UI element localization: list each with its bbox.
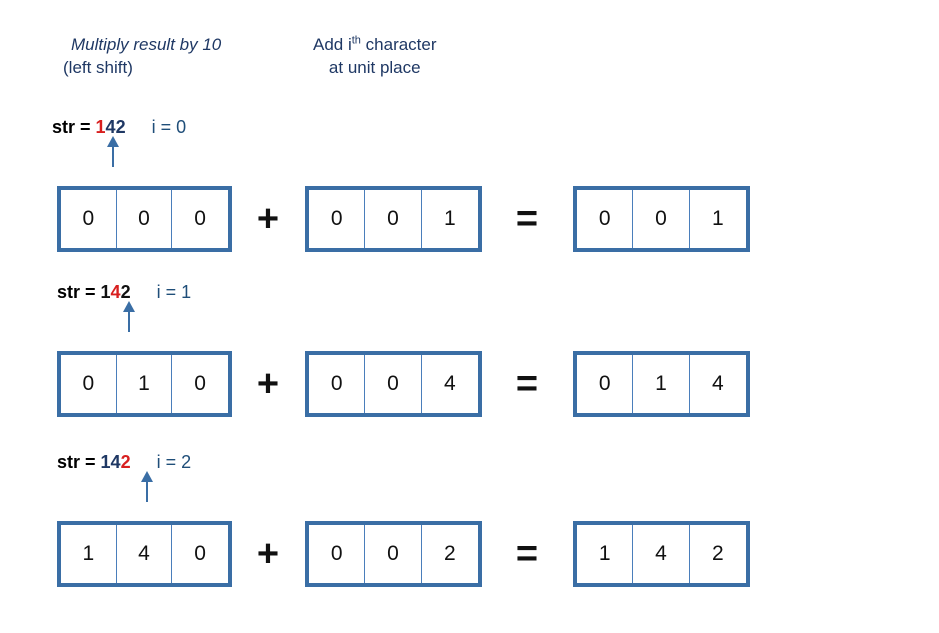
str-digit: 4 <box>105 117 116 137</box>
caption-add-line1-post: character <box>360 35 437 54</box>
digit-cell: 0 <box>309 525 366 583</box>
digit-cell: 0 <box>577 355 634 413</box>
arrow-stem <box>128 309 130 332</box>
digit-cell: 4 <box>633 525 690 583</box>
string-state-label: str = 142 i = 1 <box>57 281 191 303</box>
str-prefix-label: str = <box>57 282 101 302</box>
str-digit: 1 <box>100 282 111 302</box>
str-digit: 1 <box>95 117 106 137</box>
up-arrow-icon <box>122 299 136 333</box>
str-digit: 2 <box>120 282 131 302</box>
digit-cell: 4 <box>421 355 478 413</box>
loop-index-label: i = 2 <box>156 452 192 472</box>
str-digit: 2 <box>120 452 131 472</box>
digit-cell: 1 <box>116 355 173 413</box>
loop-index-label: i = 0 <box>151 117 187 137</box>
plus-operator: + <box>256 363 280 405</box>
digit-cell: 0 <box>365 525 422 583</box>
digit-cell: 0 <box>61 355 117 413</box>
string-state-label: str = 142 i = 0 <box>52 116 186 138</box>
digit-cell: 0 <box>172 525 228 583</box>
equals-operator: = <box>515 363 539 405</box>
str-digit: 2 <box>115 117 126 137</box>
str-prefix-label: str = <box>52 117 96 137</box>
arrow-stem <box>112 144 114 167</box>
digit-cell: 1 <box>421 190 478 248</box>
digit-cell: 1 <box>61 525 117 583</box>
str-digits: 142 <box>101 282 131 302</box>
digit-cell: 0 <box>61 190 117 248</box>
caption-add-line2: at unit place <box>328 58 421 77</box>
digit-cell: 2 <box>689 525 746 583</box>
caption-multiply-result-by-10: Multiply result by 10 (left shift) <box>63 33 221 79</box>
arrow-stem <box>146 479 148 502</box>
plus-operator: + <box>256 198 280 240</box>
caption-add-line1: Add ith character <box>313 33 437 56</box>
digit-cell: 1 <box>633 355 690 413</box>
digit-cell: 4 <box>689 355 746 413</box>
caption-add-line1-pre: Add i <box>313 35 352 54</box>
digit-cell: 0 <box>365 355 422 413</box>
digit-cell: 1 <box>689 190 746 248</box>
digit-cell: 0 <box>365 190 422 248</box>
digit-cell: 0 <box>577 190 634 248</box>
str-digits: 142 <box>96 117 126 137</box>
str-digit: 1 <box>100 452 111 472</box>
string-state-label: str = 142 i = 2 <box>57 451 191 473</box>
digit-cell: 0 <box>172 190 228 248</box>
digit-cell: 2 <box>421 525 478 583</box>
equals-operator: = <box>515 533 539 575</box>
up-arrow-icon <box>140 469 154 503</box>
caption-add-line1-superscript: th <box>351 34 361 47</box>
str-prefix-label: str = <box>57 452 101 472</box>
digit-cell: 0 <box>633 190 690 248</box>
digit-cell: 0 <box>172 355 228 413</box>
str-digit: 4 <box>110 452 121 472</box>
up-arrow-icon <box>106 134 120 168</box>
caption-multiply-line1: Multiply result by 10 <box>71 35 222 54</box>
arrow-head <box>123 301 135 312</box>
str-digits: 142 <box>101 452 131 472</box>
digit-cell: 4 <box>116 525 173 583</box>
str-digit: 4 <box>110 282 121 302</box>
loop-index-label: i = 1 <box>156 282 192 302</box>
arrow-head <box>141 471 153 482</box>
digit-cell: 0 <box>116 190 173 248</box>
caption-multiply-line2: (left shift) <box>63 58 133 77</box>
equals-operator: = <box>515 198 539 240</box>
digit-cell: 0 <box>309 190 366 248</box>
digit-cell: 0 <box>309 355 366 413</box>
caption-add-ith-character: Add ith character at unit place <box>313 33 437 79</box>
arrow-head <box>107 136 119 147</box>
digit-cell: 1 <box>577 525 634 583</box>
plus-operator: + <box>256 533 280 575</box>
